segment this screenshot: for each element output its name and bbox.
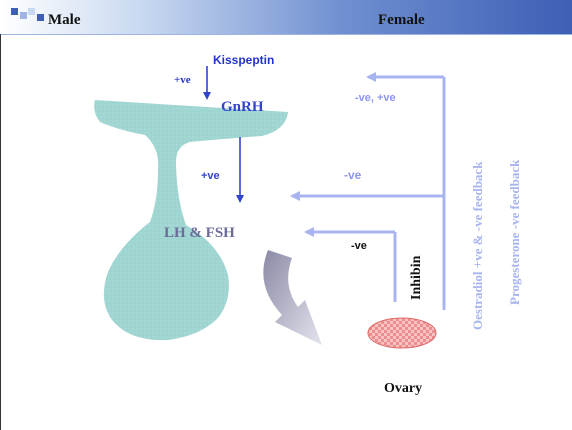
inhibin-label: Inhibin bbox=[409, 256, 425, 300]
ovary-label: Ovary bbox=[384, 381, 422, 397]
neg-pos-feedback-label: -ve, +ve bbox=[355, 92, 396, 104]
ovary-shape bbox=[368, 318, 436, 348]
lh-fsh-label: LH & FSH bbox=[164, 225, 235, 242]
plus-ve-top-label: +ve bbox=[174, 74, 191, 86]
plus-ve-mid-label: +ve bbox=[201, 170, 220, 182]
oestradiol-feedback-label: Oestradiol +ve & -ve feedback bbox=[470, 162, 486, 330]
kisspeptin-label: Kisspeptin bbox=[213, 53, 274, 67]
inhibin-neg-label: -ve bbox=[351, 240, 367, 252]
gnrh-label: GnRH bbox=[221, 99, 264, 116]
lh-fsh-to-ovary-arrow bbox=[263, 250, 322, 345]
neg-feedback-label: -ve bbox=[344, 168, 361, 182]
progesterone-feedback-label: Progesterone -ve feedback bbox=[507, 160, 523, 305]
pituitary-gland bbox=[94, 100, 288, 340]
